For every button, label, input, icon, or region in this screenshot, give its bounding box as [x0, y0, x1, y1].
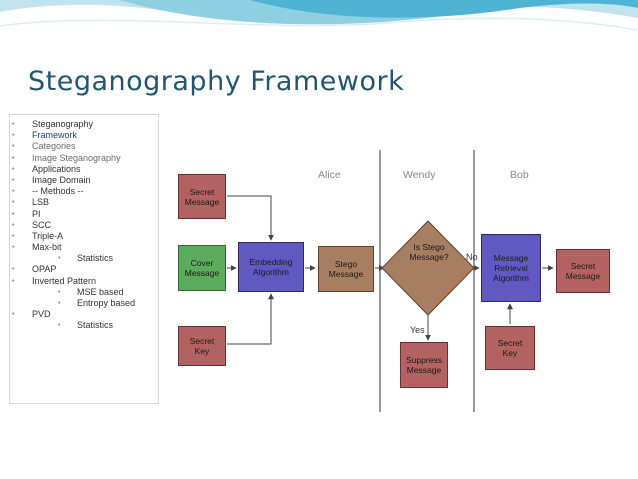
lane-label-wendy: Wendy [403, 169, 436, 181]
outline-item[interactable]: • LSB [10, 197, 158, 208]
message-retrieval-algorithm-box: Message Retrieval Algorithm [481, 234, 541, 302]
outline-item[interactable]: • -- Methods -- [10, 186, 158, 197]
secret-message-input-box: Secret Message [178, 174, 226, 219]
outline-item-label: Inverted Pattern [32, 275, 97, 286]
outline-item-label: Image Domain [32, 174, 91, 185]
bullet-icon: • [12, 165, 15, 173]
outline-item-label: Statistics [77, 320, 114, 331]
lane-label-alice: Alice [318, 169, 341, 181]
suppress-message-box: Suppress Message [400, 342, 448, 388]
bullet-icon: • [12, 210, 15, 218]
bullet-icon: • [12, 244, 15, 252]
outline-item[interactable]: • SCC [10, 220, 158, 231]
bullet-icon: • [12, 143, 15, 151]
outline-item[interactable]: • Statistics [10, 253, 158, 264]
outline-item[interactable]: • Entropy based [10, 298, 158, 309]
outline-list: • Steganography • Framework • Categories • Imag… [10, 115, 158, 332]
stego-message-box: Stego Message [318, 246, 374, 292]
outline-item[interactable]: • Max-bit [10, 242, 158, 253]
secret-message-output-box: Secret Message [556, 249, 610, 293]
outline-item[interactable]: • Categories [10, 141, 158, 152]
outline-item-label: OPAP [32, 264, 57, 275]
edge-secret-key-to-embedding [227, 293, 274, 345]
outline-item[interactable]: • MSE based [10, 287, 158, 298]
outline-item[interactable]: • Triple-A [10, 231, 158, 242]
secret-key-alice-box: Secret Key [178, 326, 226, 366]
bullet-icon: • [12, 221, 15, 229]
bullet-icon: • [58, 322, 61, 330]
bullet-icon: • [12, 121, 15, 128]
outline-item-label: Image Steganography [32, 152, 121, 163]
edge-label-yes: Yes [410, 325, 425, 335]
outline-item[interactable]: • Statistics [10, 320, 158, 331]
outline-item-label: Steganography [32, 119, 94, 129]
slide-title: Steganography Framework [28, 66, 405, 97]
bullet-icon: • [12, 188, 15, 196]
bullet-icon: • [12, 176, 15, 184]
bullet-icon: • [12, 266, 15, 274]
decision-diamond [381, 220, 475, 316]
bullet-icon: • [12, 132, 15, 140]
outline-panel: • Steganography • Framework • Categories • Imag… [9, 114, 159, 404]
outline-item[interactable]: • OPAP [10, 264, 158, 275]
outline-item[interactable]: • PI [10, 209, 158, 220]
outline-item-label: -- Methods -- [32, 186, 84, 197]
outline-item-label: SCC [32, 219, 52, 230]
cover-message-box: Cover Message [178, 245, 226, 291]
outline-item-label: LSB [32, 197, 50, 208]
bullet-icon: • [12, 199, 15, 207]
embedding-algorithm-box: Embedding Algorithm [238, 242, 304, 292]
bullet-icon: • [58, 255, 61, 263]
decision-label: Is Stego Message? [409, 242, 449, 262]
outline-item[interactable]: • Framework [10, 130, 158, 141]
outline-item-label: Triple-A [32, 230, 64, 241]
outline-item[interactable]: • Image Domain [10, 175, 158, 186]
outline-item[interactable]: • Steganography [10, 119, 158, 130]
outline-item-label: PI [32, 208, 41, 219]
framework-diagram: Alice Wendy Bob Secret Message Cover Mes… [172, 144, 616, 414]
outline-item-label: Entropy based [77, 298, 136, 308]
outline-item[interactable]: • Applications [10, 164, 158, 175]
outline-item[interactable]: • PVD [10, 309, 158, 320]
outline-item-label: MSE based [77, 286, 124, 297]
outline-item-label: Framework [32, 130, 78, 141]
bullet-icon: • [12, 311, 15, 319]
bullet-icon: • [12, 154, 15, 162]
outline-item[interactable]: • Inverted Pattern [10, 276, 158, 287]
outline-item-label: Applications [32, 163, 81, 174]
diagram-connectors [227, 150, 554, 412]
header-wave-decoration [0, 0, 638, 31]
bullet-icon: • [12, 232, 15, 240]
outline-item-label: Categories [32, 141, 76, 152]
secret-key-bob-box: Secret Key [485, 326, 535, 370]
bullet-icon: • [12, 277, 15, 285]
lane-label-bob: Bob [510, 169, 529, 181]
outline-item-label: PVD [32, 309, 51, 320]
outline-item-label: Statistics [77, 253, 114, 264]
bullet-icon: • [58, 300, 61, 307]
edge-label-no: No [466, 252, 478, 262]
bullet-icon: • [58, 288, 61, 296]
edge-secret-message-to-embedding [227, 195, 274, 241]
outline-item[interactable]: • Image Steganography [10, 153, 158, 164]
outline-item-label: Max-bit [32, 242, 62, 253]
